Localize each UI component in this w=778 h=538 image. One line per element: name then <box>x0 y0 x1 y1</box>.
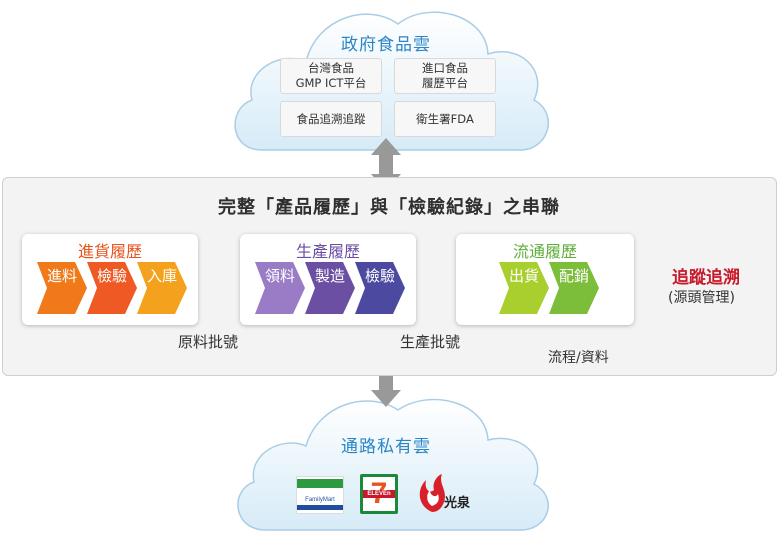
trace-title: 追蹤追溯 <box>672 268 740 288</box>
group-title: 進貨履歷 <box>77 242 142 261</box>
gov-box-line: 履歷平台 <box>422 76 468 90</box>
group-distribution: 流通履歷 出貨 配銷 <box>456 234 634 325</box>
gov-box-gmp: 台灣食品 GMP ICT平台 <box>280 58 382 94</box>
trace-subtitle: (源頭管理) <box>668 290 735 306</box>
eleven-text: ELEVEn <box>363 490 395 498</box>
kuang-chuan-logo: 光泉 <box>414 472 476 514</box>
step-label: 出貨 <box>508 267 539 285</box>
step-distribution-ship: 出貨 <box>499 262 557 314</box>
step-production-inspect: 檢驗 <box>355 262 413 314</box>
step-production-make: 製造 <box>305 262 363 314</box>
step-label: 入庫 <box>146 267 177 285</box>
group-production: 生產履歷 領料 製造 檢驗 <box>240 234 416 325</box>
gov-box-trace: 食品追溯追蹤 <box>280 101 382 137</box>
gov-box-line: GMP ICT平台 <box>295 76 367 90</box>
gov-box-line: 衛生署FDA <box>416 111 474 126</box>
main-title: 完整「產品履歷」與「檢驗紀錄」之串聯 <box>218 197 560 218</box>
raw-batch-label: 原料批號 <box>178 333 239 351</box>
gov-box-line: 台灣食品 <box>308 61 354 75</box>
familymart-logo-text: FamilyMart <box>305 497 335 503</box>
group-incoming: 進貨履歷 進料 檢驗 入庫 <box>22 234 198 325</box>
step-label: 檢驗 <box>96 267 127 285</box>
familymart-logo: FamilyMart <box>296 476 344 514</box>
step-production-pick: 領料 <box>255 262 313 314</box>
top-cloud-title: 政府食品雲 <box>341 35 431 55</box>
step-incoming-store: 入庫 <box>137 262 195 314</box>
gov-box-line: 食品追溯追蹤 <box>296 111 366 126</box>
step-distribution-deliver: 配銷 <box>549 262 607 314</box>
group-title: 生產履歷 <box>295 242 360 261</box>
step-label: 進料 <box>46 267 77 285</box>
step-incoming-inspect: 檢驗 <box>87 262 145 314</box>
bottom-cloud-title: 通路私有雲 <box>341 437 431 457</box>
step-incoming-material: 進料 <box>37 262 95 314</box>
gov-box-line: 進口食品 <box>422 61 468 75</box>
flow-data-label: 流程/資料 <box>548 350 609 366</box>
seven-eleven-logo: 7 ELEVEn <box>360 474 398 514</box>
step-label: 檢驗 <box>364 267 395 285</box>
step-label: 製造 <box>314 267 345 285</box>
gov-box-import: 進口食品 履歷平台 <box>394 58 496 94</box>
step-label: 領料 <box>264 267 295 285</box>
production-batch-label: 生產批號 <box>400 333 461 351</box>
kuang-chuan-flame-icon <box>419 474 445 512</box>
group-title: 流通履歷 <box>512 242 577 261</box>
kuang-chuan-text: 光泉 <box>444 496 471 511</box>
gov-box-fda: 衛生署FDA <box>394 101 496 137</box>
step-label: 配銷 <box>558 267 589 285</box>
